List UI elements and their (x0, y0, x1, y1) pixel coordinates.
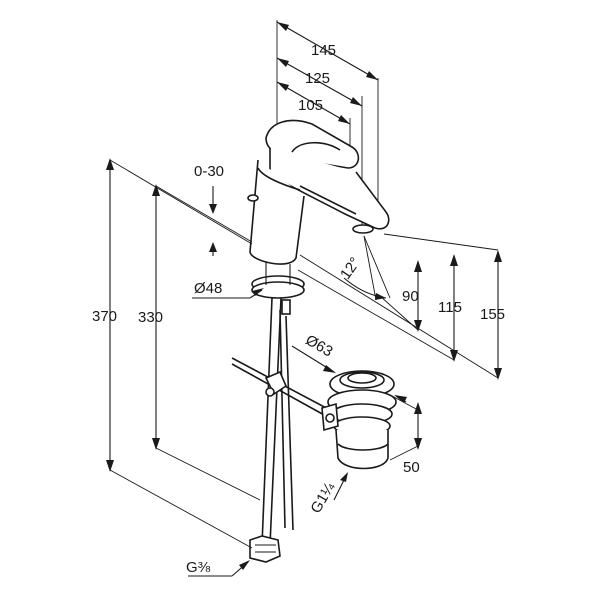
dimension-145: 145 (276, 20, 379, 225)
thread-g3-8: G⅜ (186, 559, 250, 577)
dimension-extension-lines-right (297, 233, 499, 461)
pop-up-rod (231, 357, 331, 417)
thread-g1-1-4-label: G1¼ (307, 479, 338, 516)
dimension-90: 90 (402, 260, 422, 332)
dimension-12-degrees: 12° (337, 235, 391, 301)
dimension-330-label: 330 (138, 309, 163, 326)
dimension-115: 115 (438, 254, 462, 362)
dimension-155-label: 155 (480, 306, 505, 323)
dimension-105-label: 105 (298, 97, 323, 114)
drain-assembly (321, 370, 397, 470)
dimension-12-degrees-label: 12° (337, 254, 364, 282)
dimension-90-label: 90 (402, 288, 419, 305)
dimension-diameter-48: Ø48 (192, 280, 264, 299)
dimension-extension-lines-left (109, 159, 261, 549)
dimension-125-label: 125 (305, 70, 330, 87)
supply-hoses (249, 297, 294, 563)
dimension-0-30-label: 0-30 (194, 163, 224, 180)
dimension-50-label: 50 (403, 459, 420, 476)
dimension-50: 50 (403, 402, 422, 476)
dimension-125: 125 (276, 57, 363, 232)
dimension-330: 330 (138, 184, 163, 450)
dimension-diameter-48-label: Ø48 (194, 280, 222, 297)
dimension-115-label: 115 (438, 299, 462, 316)
thread-g3-8-label: G⅜ (186, 559, 211, 576)
dimension-370-label: 370 (92, 308, 117, 325)
dimension-145-label: 145 (311, 42, 336, 59)
thread-g1-1-4: G1¼ (307, 472, 348, 516)
dimension-105: 105 (276, 81, 351, 165)
dimension-370: 370 (92, 158, 117, 472)
dimension-155: 155 (480, 250, 505, 380)
faucet-body (247, 119, 390, 315)
dimension-0-30: 0-30 (194, 163, 224, 256)
